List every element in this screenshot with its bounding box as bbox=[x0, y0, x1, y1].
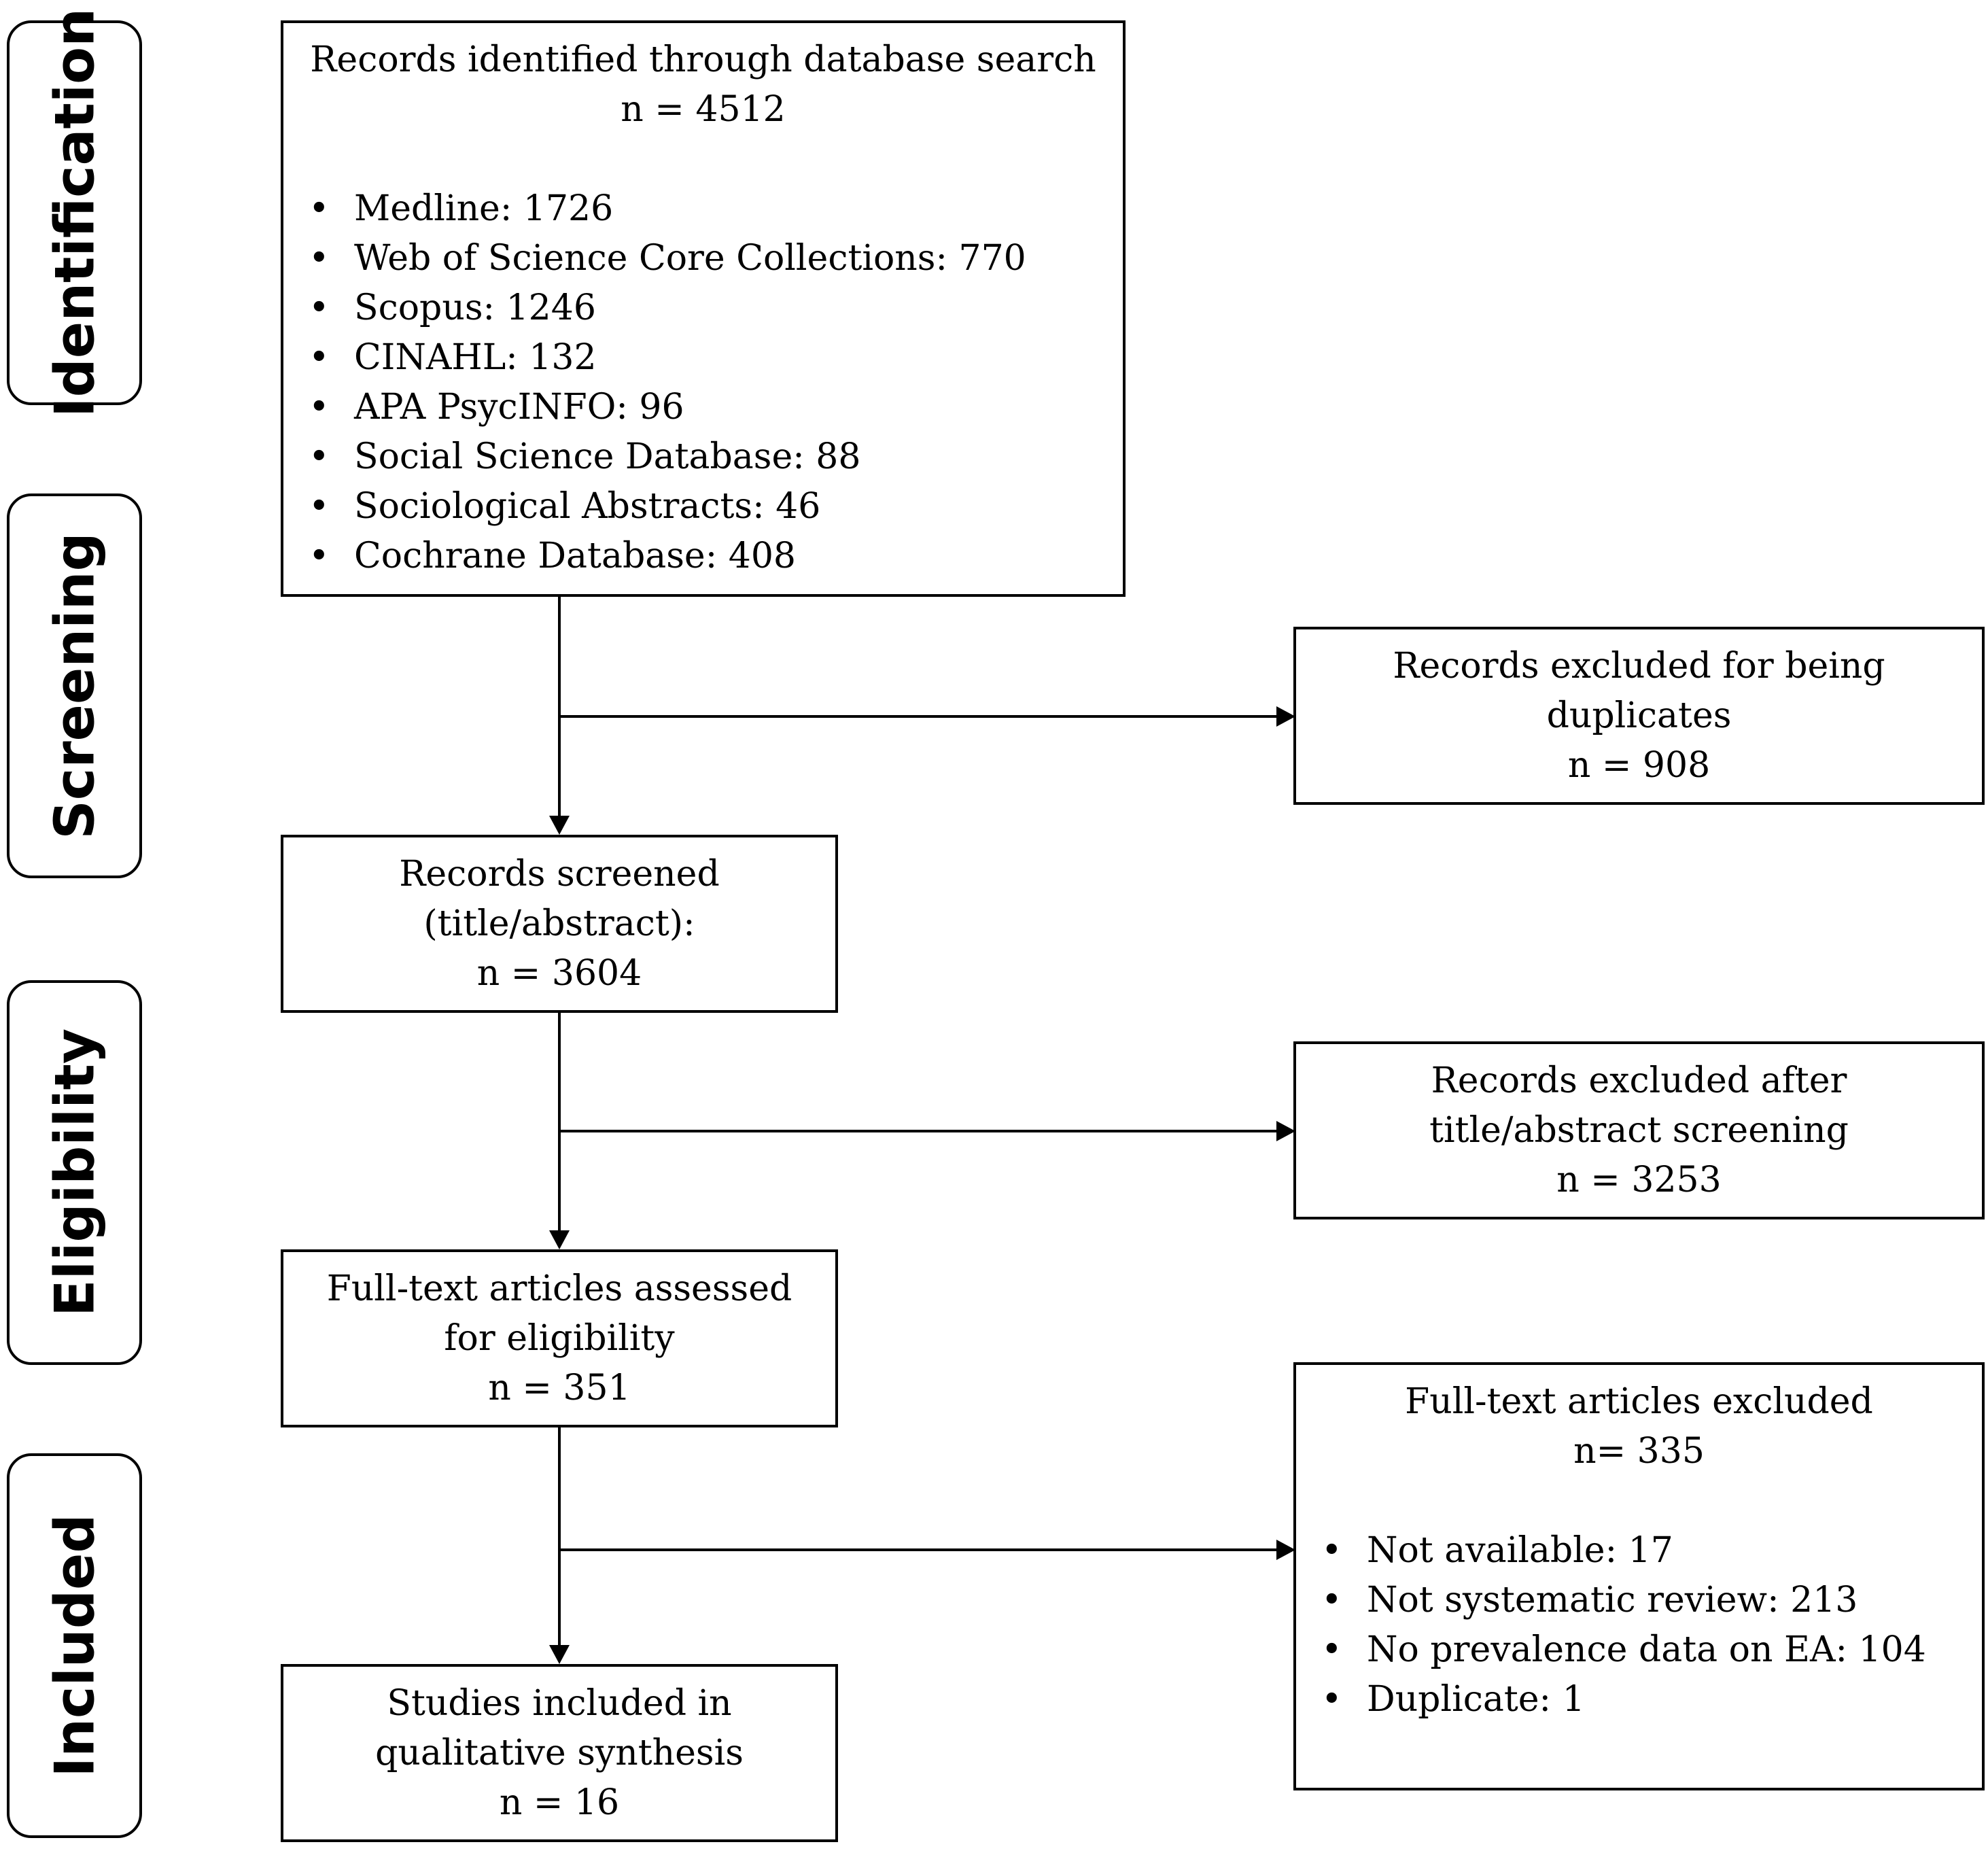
arrowhead-fulltext-excluded bbox=[1276, 1540, 1295, 1560]
screened-count: n = 3604 bbox=[476, 953, 642, 994]
excluded-screening-count: n = 3253 bbox=[1556, 1160, 1722, 1200]
arrowhead-included bbox=[549, 1645, 570, 1664]
included-line2: qualitative synthesis bbox=[375, 1733, 744, 1773]
stage-screening: Screening bbox=[7, 493, 142, 878]
identified-sources-list: •Medline: 1726 •Web of Science Core Coll… bbox=[283, 184, 1123, 581]
duplicates-line1: Records excluded for being bbox=[1393, 646, 1885, 687]
source-item: •CINAHL: 132 bbox=[309, 337, 597, 378]
arrowhead-duplicates bbox=[1276, 706, 1295, 727]
reason-item: •Not available: 17 bbox=[1321, 1530, 1673, 1571]
excluded-screening-line1: Records excluded after bbox=[1431, 1060, 1847, 1101]
fulltext-excluded-box: Full-text articles excluded n= 335 •Not … bbox=[1293, 1362, 1985, 1790]
reason-item: •Not systematic review: 213 bbox=[1321, 1580, 1858, 1621]
source-item: •Social Science Database: 88 bbox=[309, 436, 861, 477]
arrowhead-excluded-screening bbox=[1276, 1121, 1295, 1141]
identified-box: Records identified through database sear… bbox=[281, 20, 1126, 597]
included-box: Studies included in qualitative synthesi… bbox=[281, 1664, 838, 1842]
included-count: n = 16 bbox=[499, 1782, 620, 1823]
fulltext-box: Full-text articles assessed for eligibil… bbox=[281, 1249, 838, 1427]
reason-item: •No prevalence data on EA: 104 bbox=[1321, 1629, 1926, 1670]
arrowhead-fulltext bbox=[549, 1230, 570, 1249]
source-item: •Cochrane Database: 408 bbox=[309, 536, 796, 576]
duplicates-box: Records excluded for being duplicates n … bbox=[1293, 627, 1985, 805]
duplicates-line2: duplicates bbox=[1546, 695, 1732, 736]
excluded-screening-box: Records excluded after title/abstract sc… bbox=[1293, 1041, 1985, 1219]
source-item: •Medline: 1726 bbox=[309, 188, 614, 229]
identified-title: Records identified through database sear… bbox=[310, 39, 1096, 80]
fulltext-excluded-title: Full-text articles excluded bbox=[1405, 1381, 1873, 1422]
stage-included: Included bbox=[7, 1453, 142, 1838]
duplicates-count: n = 908 bbox=[1567, 745, 1711, 786]
source-item: •Web of Science Core Collections: 770 bbox=[309, 238, 1026, 279]
source-item: •Sociological Abstracts: 46 bbox=[309, 486, 821, 527]
fulltext-count: n = 351 bbox=[488, 1368, 631, 1408]
screened-line2: (title/abstract): bbox=[423, 903, 695, 944]
reason-item: •Duplicate: 1 bbox=[1321, 1679, 1585, 1720]
fulltext-line1: Full-text articles assessed bbox=[326, 1268, 792, 1309]
included-line1: Studies included in bbox=[387, 1683, 732, 1724]
source-item: •Scopus: 1246 bbox=[309, 288, 596, 328]
stage-eligibility: Eligibility bbox=[7, 980, 142, 1365]
fulltext-excluded-count: n= 335 bbox=[1573, 1431, 1705, 1472]
exclusion-reasons-list: •Not available: 17 •Not systematic revie… bbox=[1296, 1526, 1982, 1725]
fulltext-line2: for eligibility bbox=[444, 1318, 675, 1359]
arrowhead-screened bbox=[549, 816, 570, 835]
screened-line1: Records screened bbox=[399, 854, 720, 895]
identified-count: n = 4512 bbox=[621, 89, 786, 130]
excluded-screening-line2: title/abstract screening bbox=[1429, 1110, 1849, 1151]
source-item: •APA PsycINFO: 96 bbox=[309, 387, 684, 428]
screened-box: Records screened (title/abstract): n = 3… bbox=[281, 835, 838, 1013]
stage-identification: Identification bbox=[7, 8, 142, 417]
